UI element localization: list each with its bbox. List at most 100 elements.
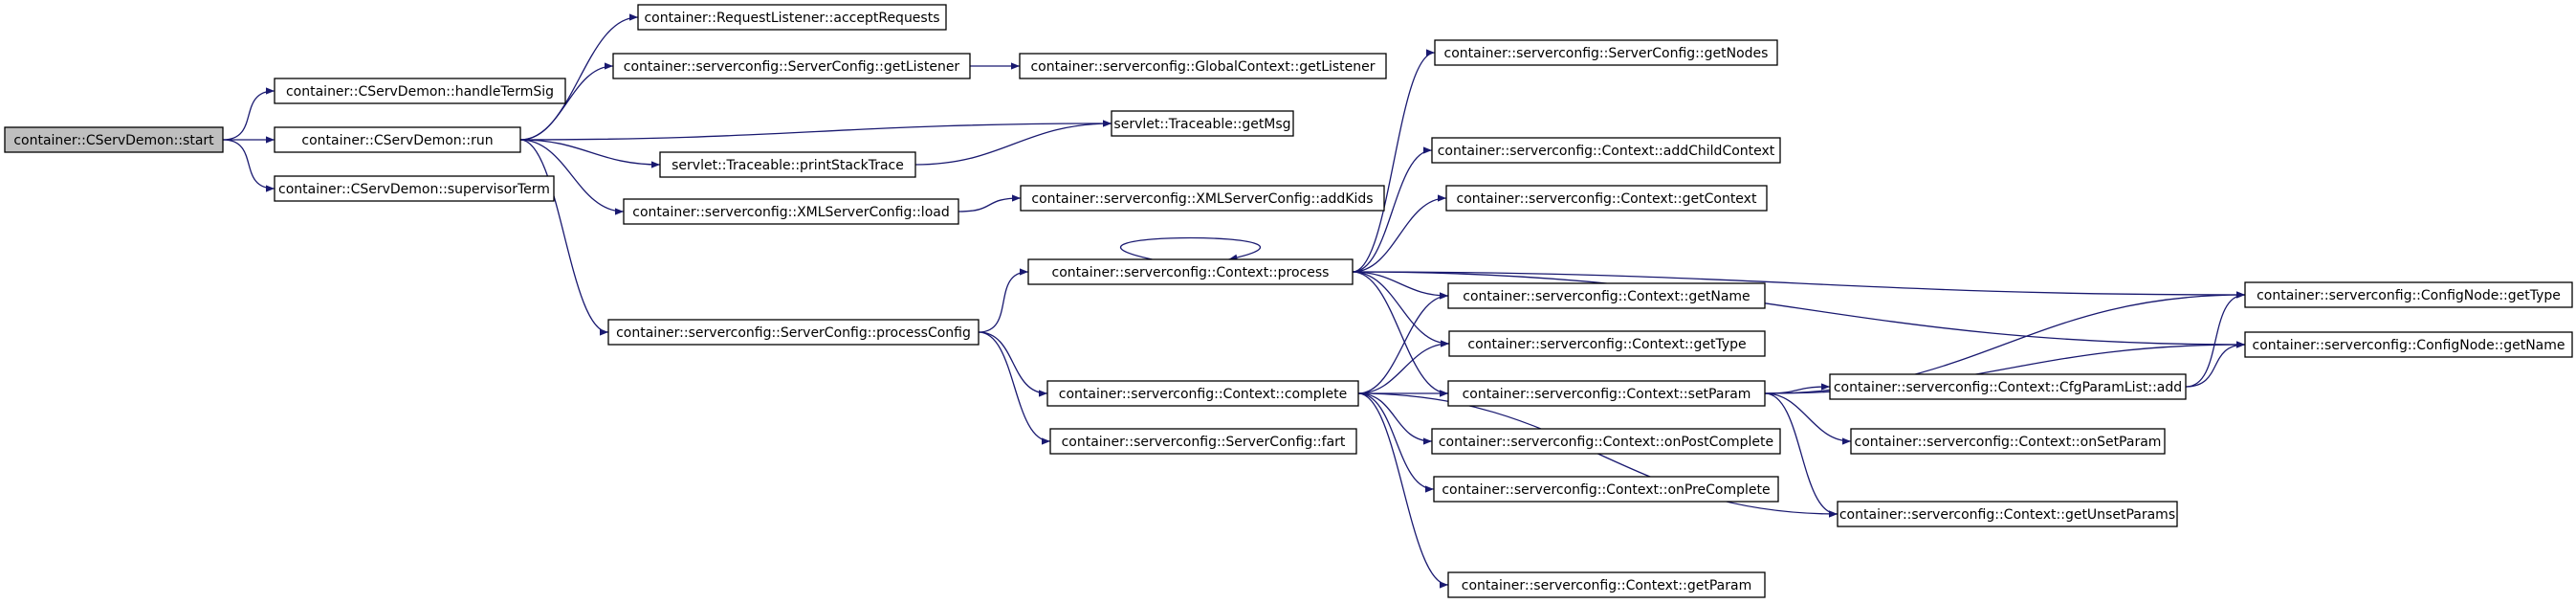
node-get-unset-params[interactable]: container::serverconfig::Context::getUns… [1837,501,2178,527]
node-label: servlet::Traceable::printStackTrace [672,158,904,173]
node-on-post-complete[interactable]: container::serverconfig::Context::onPost… [1431,428,1781,455]
node-accept-requests[interactable]: container::RequestListener::acceptReques… [637,4,947,31]
node-label: container::serverconfig::Context::getCon… [1457,191,1757,207]
edge-process-to-get-context [1352,194,1447,273]
edges-layer [222,13,2246,589]
node-label: container::CServDemon::run [301,133,493,148]
node-box [1431,137,1781,164]
node-label: container::serverconfig::Context::onSetP… [1855,435,2162,450]
node-ctx-get-type[interactable]: container::serverconfig::Context::getTyp… [1448,330,1766,357]
node-box [612,53,971,79]
node-label: container::serverconfig::Context::getTyp… [1467,337,1746,352]
node-process[interactable]: container::serverconfig::Context::proces… [1027,258,1354,285]
node-label: container::serverconfig::Context::CfgPar… [1834,380,2182,395]
node-label: container::serverconfig::ConfigNode::get… [2253,338,2565,353]
node-label: container::serverconfig::XMLServerConfig… [632,205,949,220]
edge-complete-to-on-pre-complete [1357,392,1435,493]
node-xml-load[interactable]: container::serverconfig::XMLServerConfig… [623,198,959,225]
node-label: container::CServDemon::handleTermSig [286,84,554,100]
node-fart[interactable]: container::serverconfig::ServerConfig::f… [1049,428,1357,455]
node-print-stack-trace[interactable]: servlet::Traceable::printStackTrace [659,151,916,178]
node-box [1447,380,1766,407]
edge-complete-to-on-post-complete [1357,392,1433,445]
node-handle-term-sig[interactable]: container::CServDemon::handleTermSig [274,78,566,104]
node-box [1829,373,2187,400]
edge-set-param-to-get-unset-params [1764,392,1838,518]
node-supervisor-term[interactable]: container::CServDemon::supervisorTerm [274,175,555,202]
node-label: container::serverconfig::Context::onPost… [1439,435,1773,450]
node-label: container::serverconfig::Context::addChi… [1438,144,1775,159]
node-cn-get-type[interactable]: container::serverconfig::ConfigNode::get… [2244,281,2573,308]
node-box [2244,331,2573,358]
node-get-context[interactable]: container::serverconfig::Context::getCon… [1445,185,1768,212]
node-on-pre-complete[interactable]: container::serverconfig::Context::onPreC… [1433,476,1779,503]
node-box [659,151,916,178]
node-box [1020,185,1385,212]
node-box [1431,428,1781,455]
node-gc-get-listener[interactable]: container::serverconfig::GlobalContext::… [1019,53,1387,79]
node-set-param[interactable]: container::serverconfig::Context::setPar… [1447,380,1766,407]
node-box [607,319,980,346]
node-box [1046,380,1359,407]
edge-run-to-sc-get-listener [519,62,614,141]
node-box [274,126,521,153]
node-box [1433,476,1779,503]
node-get-param[interactable]: container::serverconfig::Context::getPar… [1447,571,1766,598]
node-label: container::serverconfig::Context::comple… [1059,387,1347,402]
edge-set-param-to-on-set-param [1764,392,1852,445]
node-box [1447,571,1766,598]
node-start[interactable]: container::CServDemon::start [4,126,224,153]
edge-process-to-set-param [1352,271,1449,397]
edge-cfg-add-to-cn-get-name [2185,341,2246,388]
edge-process-config-to-complete [978,331,1048,397]
node-add-child-context[interactable]: container::serverconfig::Context::addChi… [1431,137,1781,164]
edge-process-config-to-fart [978,331,1051,445]
edge-run-to-print-stack-trace [519,139,661,168]
node-box [1445,185,1768,212]
node-cfg-add[interactable]: container::serverconfig::Context::CfgPar… [1829,373,2187,400]
edge-start-to-handle-term-sig [222,87,275,141]
edge-complete-to-ctx-get-type [1357,340,1450,394]
edge-process-config-to-process [978,268,1029,333]
node-box [1434,39,1778,66]
edge-xml-load-to-add-kids [958,194,1022,213]
edge-process-to-get-nodes [1352,49,1436,273]
edge-process-to-add-child-context [1352,146,1433,273]
edge-cfg-add-to-cn-get-type [2185,291,2246,388]
node-run[interactable]: container::CServDemon::run [274,126,521,153]
node-process-config[interactable]: container::serverconfig::ServerConfig::p… [607,319,980,346]
node-label: container::serverconfig::GlobalContext::… [1030,59,1375,75]
node-box [274,175,555,202]
edge-process-to-cn-get-name [1352,271,2246,348]
node-sc-get-listener[interactable]: container::serverconfig::ServerConfig::g… [612,53,971,79]
node-on-set-param[interactable]: container::serverconfig::Context::onSetP… [1850,428,2166,455]
node-label: container::serverconfig::Context::proces… [1052,265,1330,280]
node-box [1850,428,2166,455]
edge-run-to-xml-load [519,139,625,215]
node-label: container::serverconfig::ServerConfig::g… [1444,46,1769,61]
node-box [1019,53,1387,79]
node-cn-get-name[interactable]: container::serverconfig::ConfigNode::get… [2244,331,2573,358]
edge-run-to-get-msg [519,120,1112,141]
nodes-layer: container::CServDemon::startcontainer::C… [4,4,2573,598]
node-label: container::serverconfig::ServerConfig::p… [616,325,971,341]
node-label: container::serverconfig::Context::getPar… [1462,578,1751,593]
node-box [4,126,224,153]
node-label: container::serverconfig::Context::onPreC… [1442,482,1770,498]
node-box [1447,282,1766,309]
node-box [623,198,959,225]
node-ctx-get-name[interactable]: container::serverconfig::Context::getNam… [1447,282,1766,309]
node-label: servlet::Traceable::getMsg [1113,117,1290,132]
node-label: container::serverconfig::ConfigNode::get… [2257,288,2561,303]
node-box [274,78,566,104]
node-get-nodes[interactable]: container::serverconfig::ServerConfig::g… [1434,39,1778,66]
node-label: container::serverconfig::XMLServerConfig… [1031,191,1373,207]
edge-print-stack-trace-to-get-msg [914,120,1112,166]
node-get-msg[interactable]: servlet::Traceable::getMsg [1111,110,1294,137]
node-complete[interactable]: container::serverconfig::Context::comple… [1046,380,1359,407]
edge-complete-to-get-param [1357,392,1449,589]
node-add-kids[interactable]: container::serverconfig::XMLServerConfig… [1020,185,1385,212]
node-label: container::serverconfig::ServerConfig::g… [624,59,960,75]
node-box [637,4,947,31]
